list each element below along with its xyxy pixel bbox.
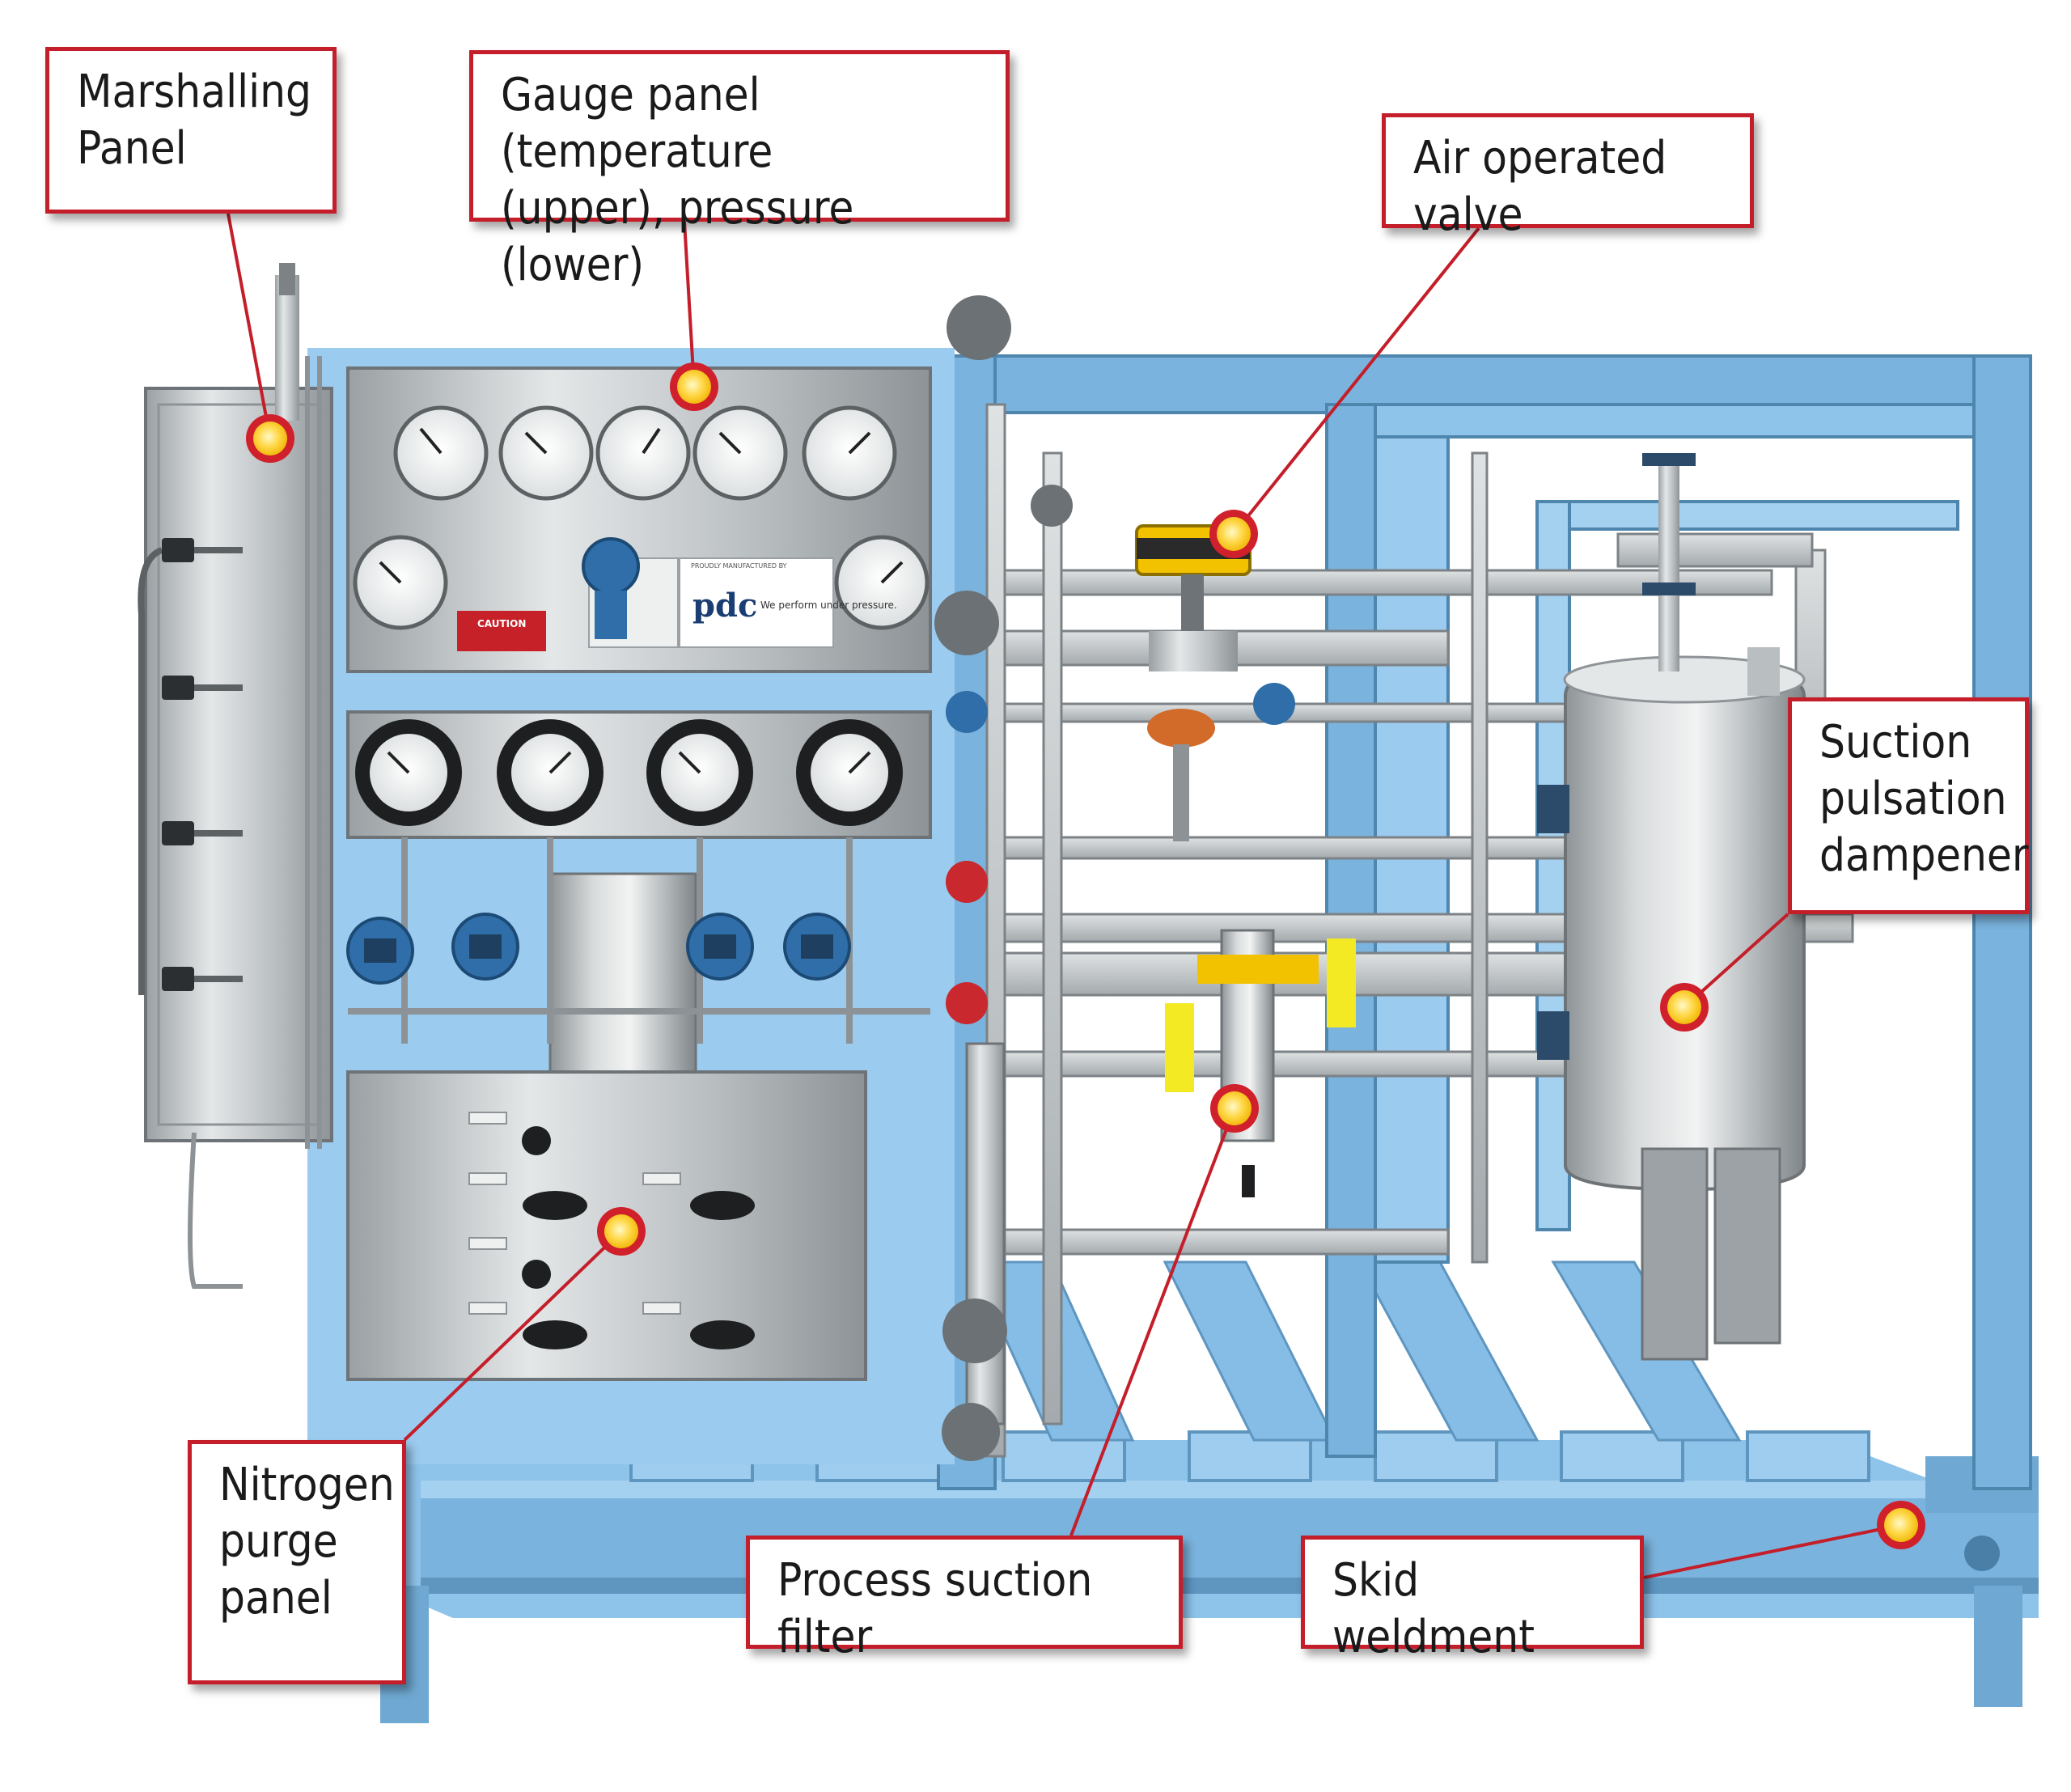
- process-suction-filter: [1165, 929, 1356, 1197]
- caution-label: CAUTION: [457, 611, 546, 651]
- gauge-panel-plate: PROUDLY MANUFACTURED BY pdc We perform u…: [346, 366, 932, 839]
- valve-column: [934, 295, 1011, 1461]
- callout-markers: [246, 362, 1925, 1549]
- callout-nitrogen-purge-panel: Nitrogen purge panel: [188, 1440, 406, 1684]
- marker-nitrogen-purge-panel: [597, 1207, 646, 1256]
- leader-lines: [227, 213, 1902, 1579]
- nameplate: PROUDLY MANUFACTURED BY pdc We perform u…: [588, 557, 897, 648]
- marker-suction-pulsation-dampener: [1660, 983, 1709, 1032]
- temperature-gauges-upper: [353, 405, 930, 630]
- callout-gauge-panel: Gauge panel (temperature (upper), pressu…: [469, 50, 1010, 291]
- marker-skid-weldment: [1877, 1501, 1925, 1549]
- nameplate-header: PROUDLY MANUFACTURED BY: [691, 562, 787, 570]
- marshalling-panel-box: [138, 263, 333, 1289]
- nameplate-brand: pdc: [692, 587, 757, 625]
- instrument-manifold: [346, 837, 930, 1086]
- callout-suction-pulsation-dampener: Suction pulsation dampener: [1788, 697, 2029, 914]
- caution-label-text: CAUTION: [477, 618, 526, 629]
- marker-process-suction-filter: [1210, 1084, 1259, 1133]
- transmitter-top: [582, 537, 640, 639]
- marker-gauge-panel: [670, 362, 718, 411]
- control-valve-actuator: [1031, 485, 1295, 841]
- callout-skid-weldment: Skid weldment: [1301, 1536, 1644, 1663]
- callout-process-suction-filter: Process suction filter: [746, 1536, 1183, 1663]
- callout-marshalling-panel: Marshalling Panel: [45, 47, 337, 214]
- nameplate-tagline: We perform under pressure.: [760, 599, 897, 611]
- suction-pulsation-dampener: [1537, 453, 1806, 1361]
- marker-air-operated-valve: [1209, 510, 1258, 558]
- callout-air-operated-valve: Air operated valve: [1382, 113, 1754, 241]
- pressure-gauges-lower: [355, 719, 903, 826]
- marker-marshalling-panel: [246, 414, 294, 463]
